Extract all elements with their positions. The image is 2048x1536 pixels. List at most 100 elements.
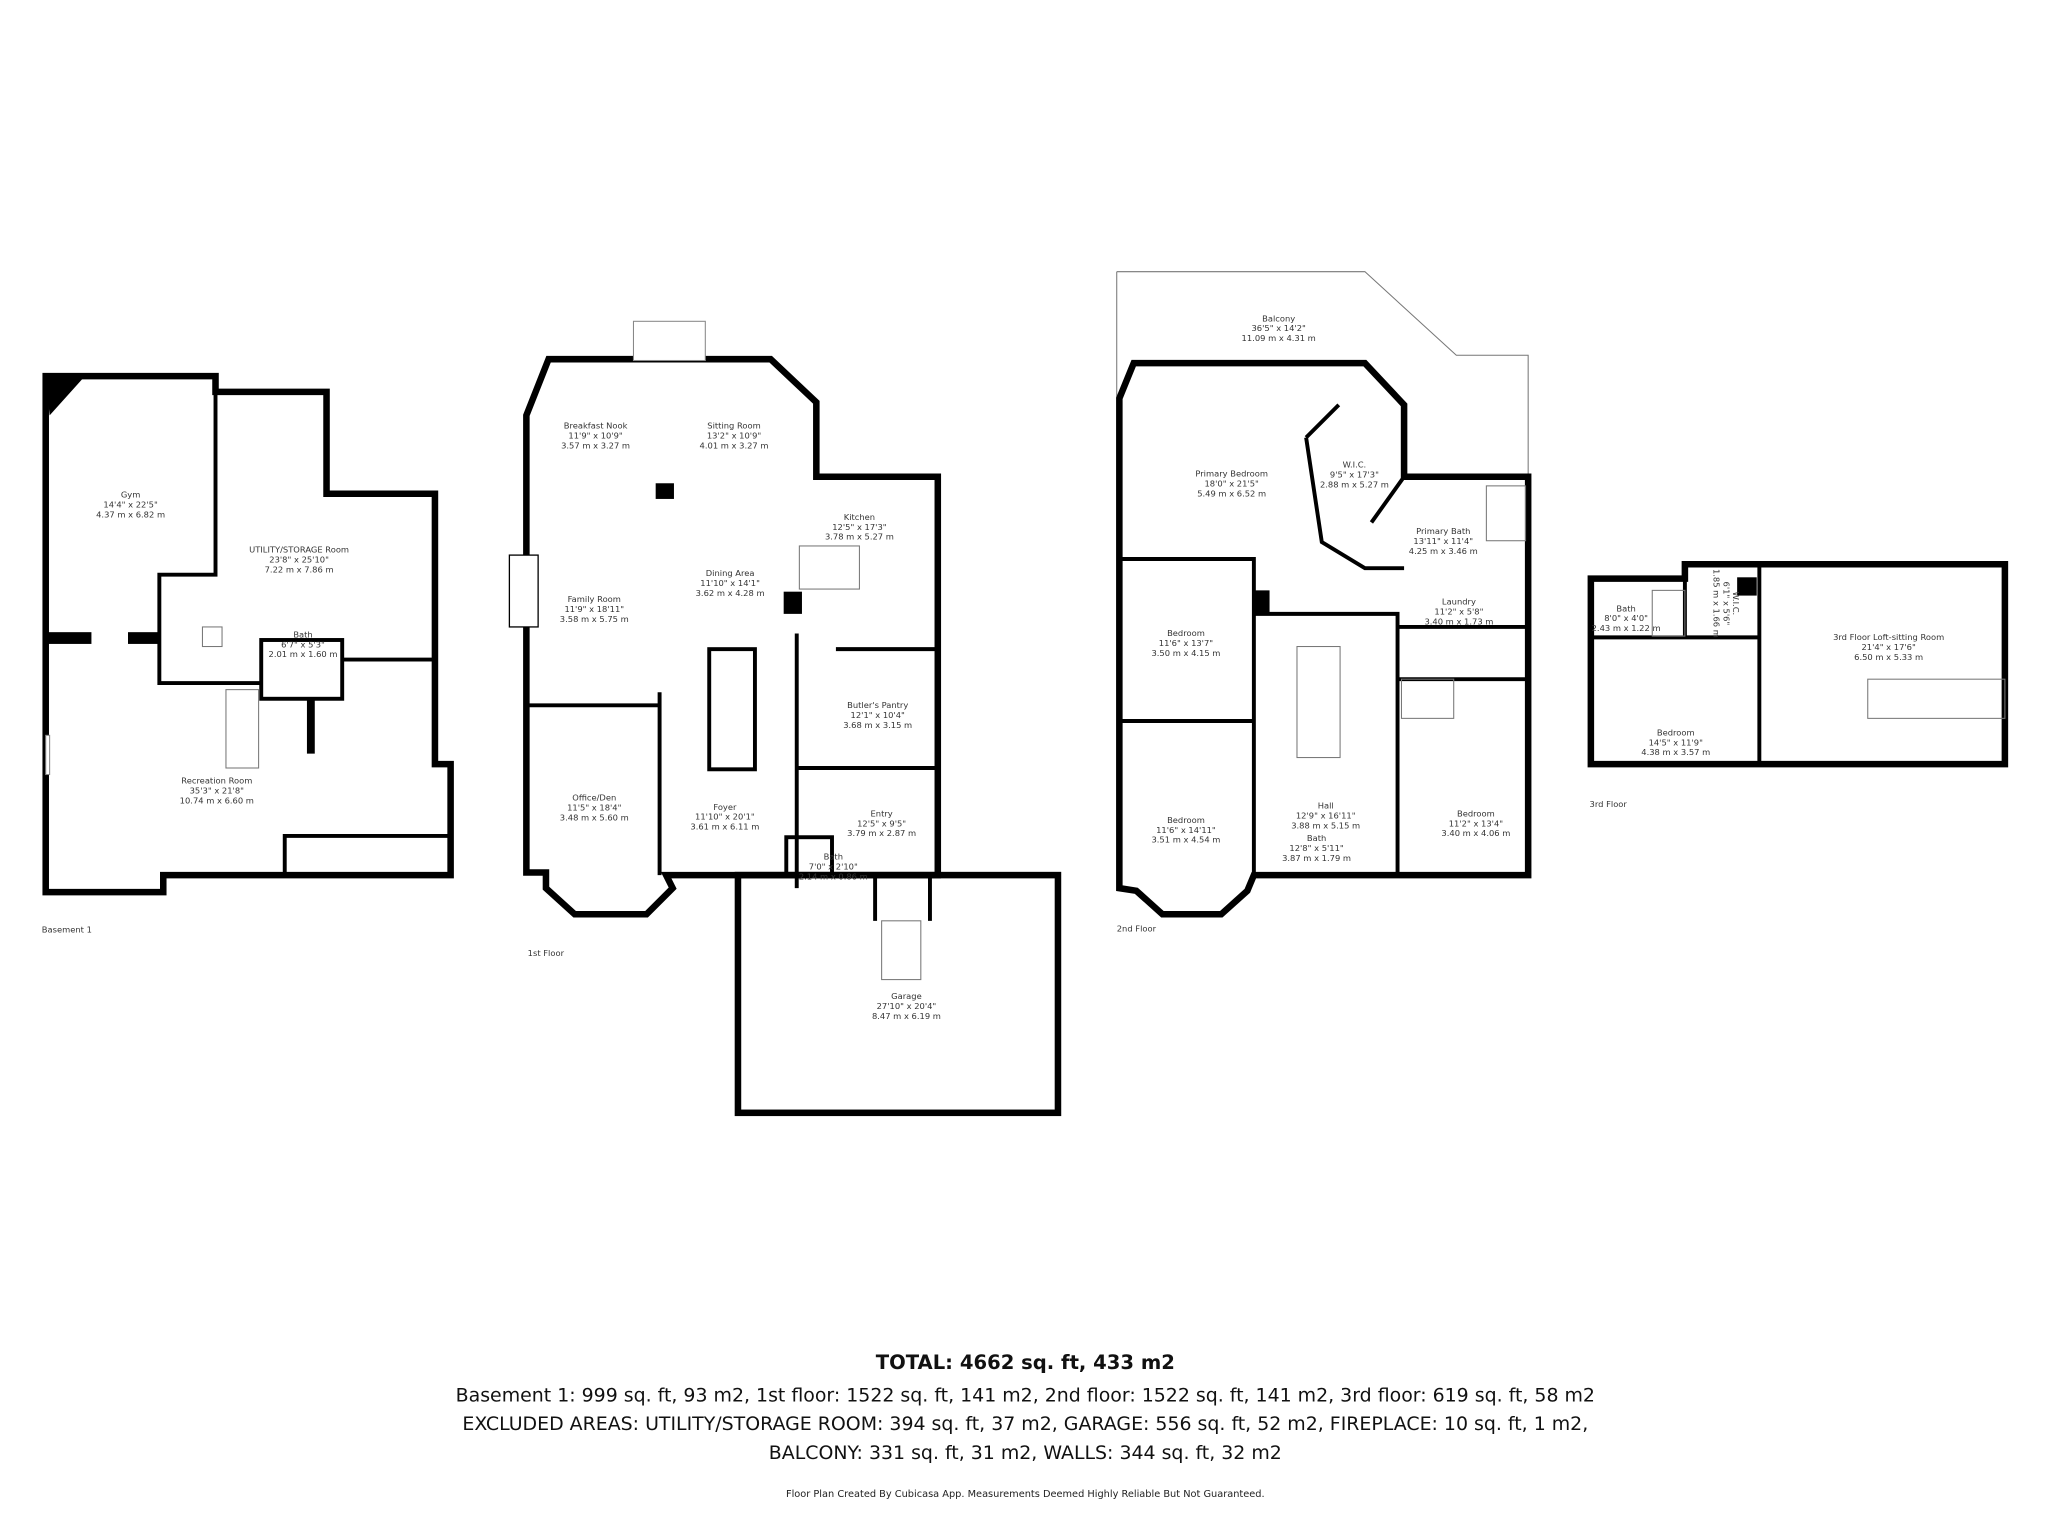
room-metric: 3.40 m x 4.06 m (1441, 828, 1510, 838)
floor-label: 2nd Floor (1117, 923, 1157, 933)
room-metric: 3.57 m x 3.27 m (561, 440, 630, 450)
room-metric: 8.47 m x 6.19 m (872, 1011, 941, 1021)
room-imperial: 35'3" x 21'8" (190, 786, 245, 796)
room-name: Primary Bath (1416, 526, 1470, 536)
room-metric: 3.87 m x 1.79 m (1282, 853, 1351, 863)
room-name: Sitting Room (707, 420, 760, 430)
room-metric: 3.78 m x 5.27 m (825, 532, 894, 542)
room-name: 3rd Floor Loft-sitting Room (1833, 632, 1944, 642)
room-imperial: 9'5" x 17'3" (1330, 470, 1379, 480)
room-name: Balcony (1262, 313, 1295, 323)
room-imperial: 11'6" x 14'11" (1156, 825, 1216, 835)
room-imperial: 14'4" x 22'5" (103, 500, 158, 510)
room-metric: 4.38 m x 3.57 m (1641, 747, 1710, 757)
room-imperial: 36'5" x 14'2" (1252, 323, 1307, 333)
area-summary: TOTAL: 4662 sq. ft, 433 m2 Basement 1: 9… (456, 1351, 1595, 1500)
room-imperial: 13'2" x 10'9" (707, 430, 762, 440)
room-name: Kitchen (844, 512, 875, 522)
excluded-areas: EXCLUDED AREAS: UTILITY/STORAGE ROOM: 39… (462, 1413, 1588, 1435)
room-metric: 3.58 m x 5.75 m (560, 614, 629, 624)
first-floor-plan (508, 320, 1062, 1117)
excluded-areas-continued: BALCONY: 331 sq. ft, 31 m2, WALLS: 344 s… (769, 1442, 1282, 1464)
room-imperial: 11'2" x 5'8" (1434, 607, 1483, 617)
room-name: Hall (1318, 800, 1334, 810)
room-imperial: 23'8" x 25'10" (269, 554, 329, 564)
room-name: Dining Area (706, 568, 755, 578)
floor-label: 3rd Floor (1590, 799, 1628, 809)
room-name: Bedroom (1167, 628, 1205, 638)
room-name: Bedroom (1167, 815, 1205, 825)
room-imperial: 11'6" x 13'7" (1159, 638, 1214, 648)
room-metric: 2.88 m x 5.27 m (1320, 479, 1389, 489)
room-imperial: 14'5" x 11'9" (1649, 737, 1704, 747)
room-imperial: 12'5" x 17'3" (832, 522, 887, 532)
room-name: Family Room (568, 594, 621, 604)
room-imperial: 11'10" x 14'1" (700, 578, 760, 588)
room-name: Office/Den (572, 793, 616, 803)
room-name: Garage (891, 991, 922, 1001)
room-name: Bath (1307, 833, 1326, 843)
room-imperial: 21'4" x 17'6" (1861, 642, 1916, 652)
floor-label: Basement 1 (42, 925, 92, 935)
room-imperial: 6'1" x 5'6" (1721, 582, 1731, 626)
room-name: Recreation Room (181, 776, 252, 786)
room-metric: 1.85 m x 1.66 m (1711, 569, 1721, 638)
second-floor-plan (1116, 271, 1532, 918)
room-label: W.I.C.6'1" x 5'6"1.85 m x 1.66 m (1711, 569, 1741, 638)
room-metric: 10.74 m x 6.60 m (180, 796, 254, 806)
room-imperial: 11'10" x 20'1" (695, 812, 755, 822)
room-name: W.I.C. (1731, 592, 1741, 616)
room-name: Bedroom (1457, 808, 1495, 818)
room-imperial: 11'9" x 18'11" (564, 604, 624, 614)
room-metric: 4.01 m x 3.27 m (700, 440, 769, 450)
room-name: Primary Bedroom (1195, 469, 1268, 479)
disclaimer: Floor Plan Created By Cubicasa App. Meas… (786, 1489, 1265, 1500)
room-imperial: 12'8" x 5'11" (1289, 843, 1344, 853)
room-name: W.I.C. (1343, 460, 1367, 470)
room-metric: 5.49 m x 6.52 m (1197, 489, 1266, 499)
room-metric: 4.25 m x 3.46 m (1409, 546, 1478, 556)
floor-label: 1st Floor (528, 948, 565, 958)
room-metric: 3.50 m x 4.15 m (1151, 648, 1220, 658)
room-metric: 6.50 m x 5.33 m (1854, 652, 1923, 662)
room-metric: 3.88 m x 5.15 m (1291, 820, 1360, 830)
room-metric: 7.22 m x 7.86 m (265, 564, 334, 574)
third-floor-plan (1587, 560, 2009, 768)
room-name: Entry (871, 808, 893, 818)
room-imperial: 12'5" x 9'5" (857, 818, 906, 828)
room-metric: 3.79 m x 2.87 m (847, 828, 916, 838)
room-name: Gym (121, 490, 141, 500)
basement-plan (42, 372, 454, 896)
room-imperial: 11'9" x 10'9" (568, 430, 623, 440)
room-metric: 3.61 m x 6.11 m (690, 822, 759, 832)
room-name: Bath (293, 629, 312, 639)
room-metric: 2.14 m x 0.86 m (799, 871, 868, 881)
room-name: UTILITY/STORAGE Room (249, 544, 349, 554)
room-metric: 4.37 m x 6.82 m (96, 509, 165, 519)
